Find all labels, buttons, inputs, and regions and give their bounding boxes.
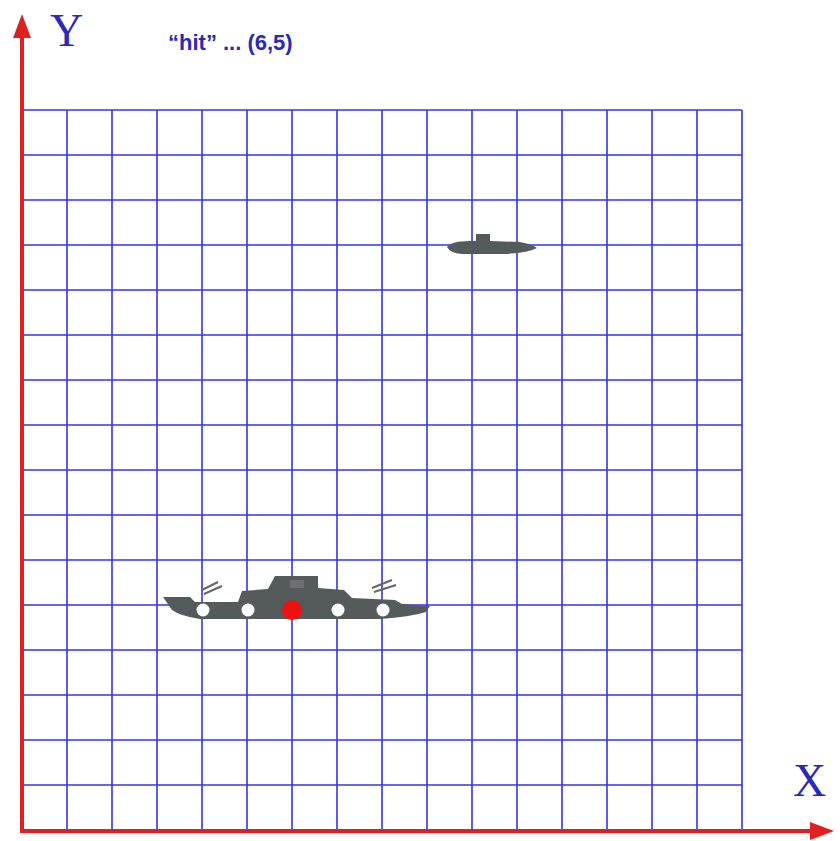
axes [13,14,834,840]
battleship [163,576,430,620]
coordinate-grid [22,110,742,830]
axis-label: Y [50,8,83,54]
submarine [447,234,537,254]
axis-label: X [793,758,826,804]
shot-caption: “hit” ... (6,5) [168,30,293,56]
hit-marker [282,600,302,620]
